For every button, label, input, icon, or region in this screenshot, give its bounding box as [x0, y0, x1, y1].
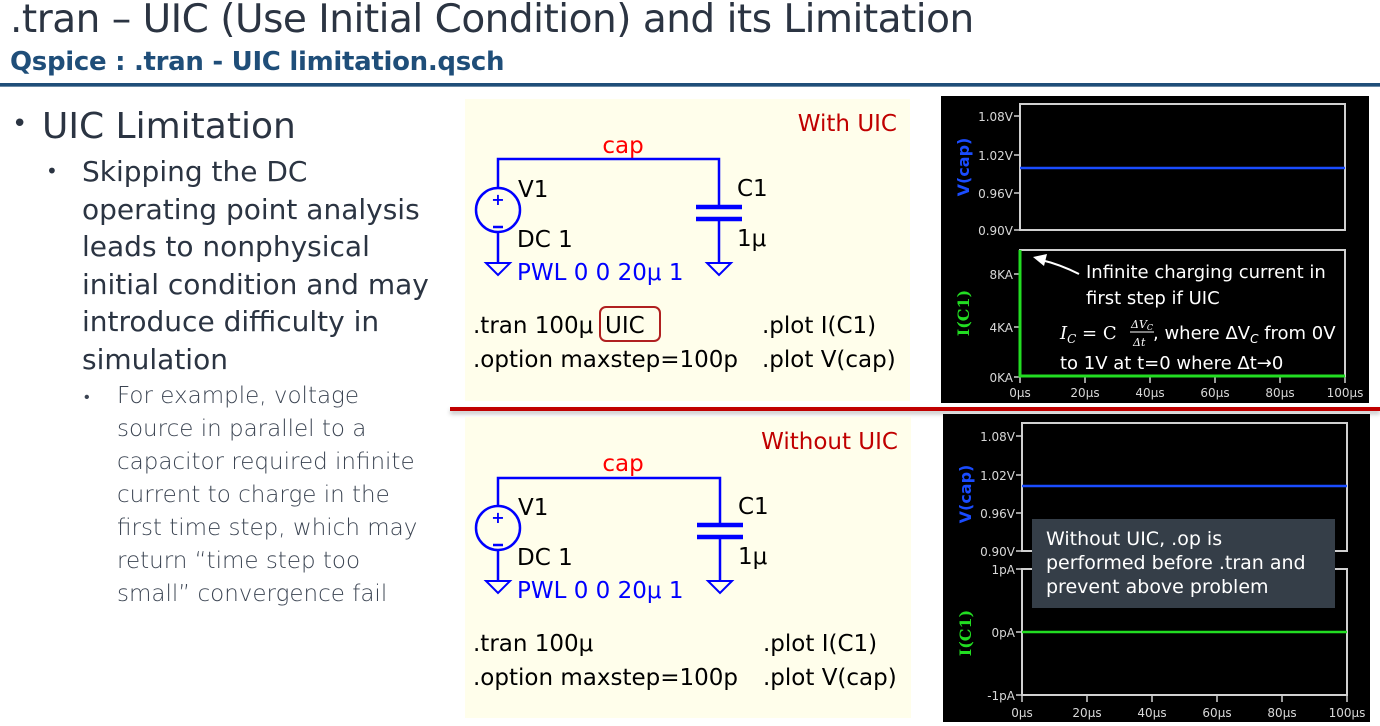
note-callout: Without UIC, .op is performed before .tr… — [1032, 519, 1335, 608]
y-tick-label: 1.08V — [978, 110, 1014, 124]
ic1-axis-label: I(C1) — [956, 610, 975, 657]
bullet-level3: • For example, voltage source in paralle… — [84, 380, 424, 611]
capacitor-icon — [697, 522, 743, 540]
plot-command-ic1: .plot I(C1) — [762, 313, 876, 339]
section-divider — [450, 407, 1380, 411]
voltage-source-icon: + — [474, 504, 522, 552]
y-tick-label: 0.90V — [980, 545, 1016, 559]
y-tick-label: 0.90V — [978, 224, 1014, 238]
x-tick-label: 60μs — [1200, 386, 1229, 400]
uic-flag: UIC — [605, 313, 645, 339]
annotation-line1: Infinite charging current in — [1086, 262, 1326, 283]
x-tick-label: 80μs — [1267, 706, 1296, 720]
plot-command-vcap: .plot V(cap) — [763, 665, 897, 691]
cap-name: C1 — [737, 176, 768, 202]
cap-name: C1 — [738, 494, 769, 520]
y-tick-label: 0KA — [989, 371, 1013, 385]
y-tick-label: -1pA — [987, 689, 1016, 703]
formula-denominator: Δt — [1132, 336, 1146, 349]
waveform-plot-with-uic: 1.08V 1.02V 0.96V 0.90V V(cap) 8KA 4KA 0… — [941, 96, 1369, 403]
y-tick-label: 0.96V — [978, 187, 1014, 201]
svg-text:+: + — [491, 190, 504, 209]
vcap-axis-label: V(cap) — [954, 138, 973, 197]
ground-icon — [483, 262, 513, 277]
ic1-trace — [1018, 250, 1345, 378]
x-tick-label: 0μs — [1011, 706, 1033, 720]
y-tick-label: 4KA — [989, 321, 1013, 335]
bullet-level1-text: UIC Limitation — [42, 106, 296, 147]
section-label-without-uic: Without UIC — [761, 429, 898, 455]
source-value: DC 1 — [517, 545, 573, 571]
y-tick-label: 8KA — [989, 268, 1013, 282]
ground-icon — [704, 262, 734, 277]
annotation-line4: to 1V at t=0 where Δt→0 — [1060, 353, 1283, 374]
x-tick-label: 40μs — [1135, 386, 1164, 400]
formula: IC = C — [1059, 323, 1117, 346]
tran-command: .tran 100μ — [473, 631, 594, 657]
wire-net — [496, 476, 722, 580]
y-tick-label: 0.96V — [980, 507, 1016, 521]
plot-command-vcap: .plot V(cap) — [762, 347, 896, 373]
source-name: V1 — [518, 495, 548, 521]
y-tick-label: 1.02V — [978, 149, 1014, 163]
bullet-dot-icon: • — [12, 109, 28, 139]
bullet-level3-text: For example, voltage source in parallel … — [117, 383, 418, 607]
x-tick-label: 80μs — [1265, 386, 1294, 400]
plot-command-ic1: .plot I(C1) — [763, 631, 877, 657]
formula-rest: , where ΔVC from 0V — [1153, 323, 1336, 346]
capacitor-icon — [696, 204, 742, 222]
ic1-axis-label: I(C1) — [954, 290, 973, 337]
bullet-level1: • UIC Limitation — [12, 106, 296, 147]
header-divider — [0, 83, 1380, 87]
net-label-cap: cap — [602, 451, 643, 477]
y-tick-label: 1.02V — [980, 469, 1016, 483]
x-tick-label: 20μs — [1072, 706, 1101, 720]
x-tick-label: 60μs — [1202, 706, 1231, 720]
x-tick-label: 40μs — [1137, 706, 1166, 720]
ground-icon — [483, 580, 513, 595]
source-pwl: PWL 0 0 20μ 1 — [517, 578, 683, 604]
bullet-level2-text: Skipping the DC operating point analysis… — [82, 155, 429, 376]
page-subtitle: Qspice : .tran - UIC limitation.qsch — [10, 47, 505, 77]
net-label-cap: cap — [602, 133, 643, 159]
vcap-axis-label: V(cap) — [956, 465, 975, 524]
bullet-level2: • Skipping the DC operating point analys… — [46, 153, 436, 378]
voltage-source-icon: + — [474, 186, 522, 234]
x-tick-label: 100μs — [1327, 386, 1364, 400]
source-value: DC 1 — [517, 227, 573, 253]
bullet-dot-icon: • — [84, 387, 90, 406]
y-tick-label: 1.08V — [980, 430, 1016, 444]
option-command: .option maxstep=100p — [473, 347, 738, 373]
svg-text:+: + — [491, 508, 504, 527]
x-tick-label: 20μs — [1070, 386, 1099, 400]
tran-command: .tran 100μ — [473, 313, 594, 339]
y-tick-label: 0pA — [992, 626, 1016, 640]
schematic-with-uic: With UIC cap + V1 DC 1 PWL 0 0 20μ 1 C1 … — [465, 99, 910, 401]
page-title: .tran – UIC (Use Initial Condition) and … — [10, 0, 974, 42]
formula-numerator: ΔVC — [1130, 318, 1153, 332]
x-tick-label: 100μs — [1329, 706, 1366, 720]
uic-highlight-box — [599, 306, 661, 342]
y-tick-label: 1pA — [992, 563, 1016, 577]
option-command: .option maxstep=100p — [473, 665, 738, 691]
cap-value: 1μ — [737, 226, 767, 252]
annotation-line2: first step if UIC — [1086, 288, 1220, 309]
bullet-dot-icon: • — [46, 159, 58, 183]
cap-value: 1μ — [738, 544, 768, 570]
schematic-without-uic: Without UIC cap + V1 DC 1 PWL 0 0 20μ 1 … — [465, 417, 911, 718]
source-name: V1 — [518, 177, 548, 203]
source-pwl: PWL 0 0 20μ 1 — [517, 260, 683, 286]
ground-icon — [705, 580, 735, 595]
wire-net — [496, 157, 721, 262]
x-tick-label: 0μs — [1009, 386, 1031, 400]
section-label-with-uic: With UIC — [798, 111, 897, 137]
arrow-icon — [1033, 254, 1080, 275]
